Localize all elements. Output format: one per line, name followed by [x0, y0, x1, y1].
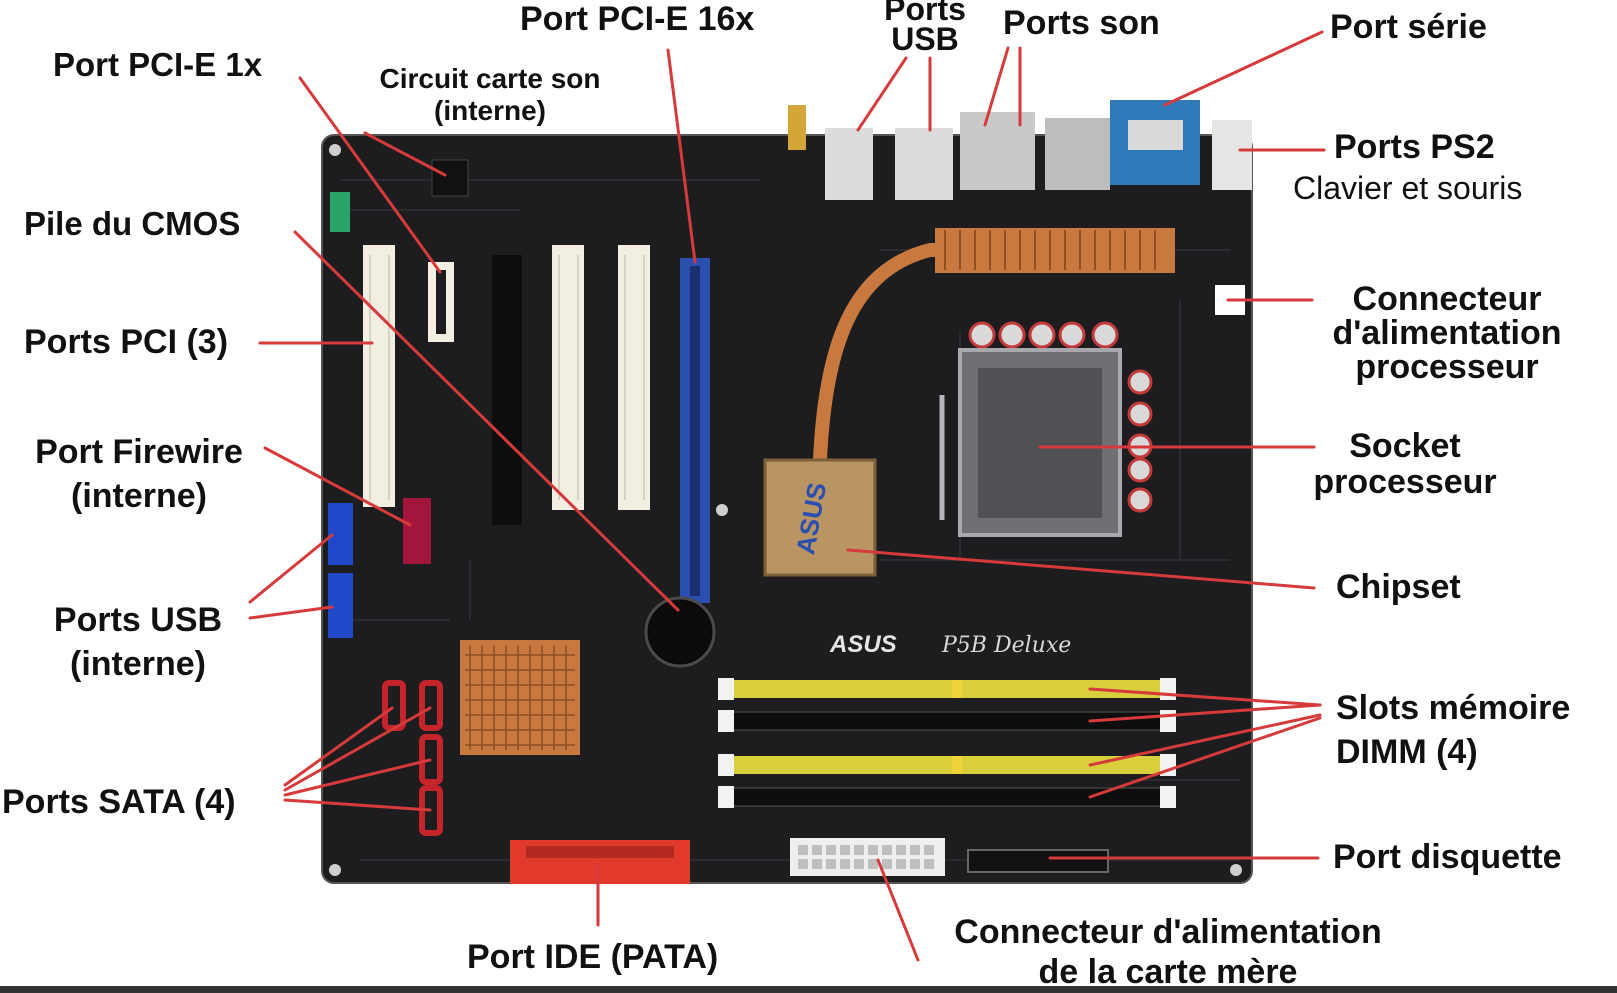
- board-model: P5B Deluxe: [941, 633, 1071, 658]
- audio-jack-block: [960, 112, 1035, 190]
- dimm-slot-1: [725, 680, 1170, 698]
- pci-slot-1: [363, 245, 395, 507]
- label-firewire-line1: Port Firewire: [35, 433, 243, 471]
- black-expansion-slot: [492, 255, 522, 525]
- label-cpu-power-line3: processeur: [1355, 348, 1539, 386]
- label-memory-line2: DIMM (4): [1336, 733, 1478, 771]
- label-cpu-power-line2: d'alimentation: [1332, 314, 1562, 352]
- label-usb-internal-line1: Ports USB: [53, 601, 223, 639]
- floppy-connector: [967, 849, 1109, 873]
- atx-power-connector: [790, 838, 945, 876]
- bottom-border: [0, 986, 1617, 993]
- label-memory-line1: Slots mémoire: [1336, 689, 1571, 727]
- usb-header-2: [328, 573, 353, 638]
- heatpipe: [813, 243, 1157, 467]
- label-pci: Ports PCI (3): [24, 323, 229, 361]
- chipset-heatsink: [763, 458, 877, 577]
- pointer-lines: [248, 30, 1326, 962]
- label-usb-ports-line1: Ports: [884, 0, 966, 27]
- board-brand: ASUS: [829, 631, 897, 658]
- label-sound-chip: Circuit carte son (interne): [340, 63, 640, 127]
- label-pcie-1x: Port PCI-E 1x: [53, 46, 263, 83]
- label-socket: Socket processeur: [1290, 428, 1520, 500]
- label-sata: Ports SATA (4): [2, 783, 236, 821]
- label-cpu-power: Connecteur d'alimentation processeur: [1312, 282, 1582, 384]
- dimm-slot-4: [724, 787, 1171, 807]
- label-firewire-line2: (interne): [71, 477, 207, 515]
- label-floppy: Port disquette: [1333, 838, 1562, 876]
- sata-ports: [382, 680, 443, 836]
- label-socket-line2: processeur: [1313, 463, 1497, 501]
- label-sound-chip-line2: (interne): [434, 95, 546, 126]
- label-sound-ports: Ports son: [1003, 4, 1160, 42]
- pci-slot-3: [618, 245, 650, 510]
- label-cpu-power-line1: Connecteur: [1352, 280, 1542, 318]
- label-usb-ports-line2: USB: [891, 21, 959, 57]
- label-usb-internal-line2: (interne): [70, 645, 206, 683]
- label-pcie-16x: Port PCI-E 16x: [520, 0, 755, 38]
- dimm-slot-3: [725, 756, 1170, 774]
- pci-slot-2: [552, 245, 584, 510]
- southbridge-heatsink: [460, 640, 580, 755]
- network-jack-block: [1045, 118, 1110, 190]
- usb-rear-block-1: [825, 128, 873, 200]
- serial-port-frame: [1128, 120, 1183, 150]
- label-usb-internal: Ports USB (interne): [30, 598, 246, 686]
- capacitors: [968, 321, 1153, 513]
- ps2-port-block: [1212, 120, 1252, 190]
- label-serial-port: Port série: [1330, 8, 1487, 46]
- firewire-header: [403, 498, 431, 564]
- usb-rear-block-2: [895, 128, 953, 200]
- label-cmos: Pile du CMOS: [24, 205, 241, 242]
- label-board-power-line2: de la carte mère: [1038, 953, 1298, 991]
- label-sound-chip-line1: Circuit carte son: [379, 63, 601, 94]
- label-socket-line1: Socket: [1349, 427, 1461, 465]
- label-firewire: Port Firewire (interne): [14, 430, 264, 518]
- label-board-power-line1: Connecteur d'alimentation: [954, 913, 1382, 951]
- green-header: [330, 192, 350, 232]
- label-ps2-sub: Clavier et souris: [1293, 170, 1523, 206]
- label-ps2: Ports PS2: [1334, 128, 1495, 166]
- label-memory: Slots mémoire DIMM (4): [1336, 686, 1570, 774]
- label-chipset: Chipset: [1336, 568, 1461, 606]
- antenna-connector: [788, 105, 806, 150]
- label-usb-ports: Ports USB: [870, 0, 980, 57]
- label-board-power: Connecteur d'alimentation de la carte mè…: [918, 912, 1418, 992]
- cmos-battery: [644, 596, 716, 668]
- label-ide: Port IDE (PATA): [467, 938, 719, 976]
- sound-chip: [431, 159, 469, 197]
